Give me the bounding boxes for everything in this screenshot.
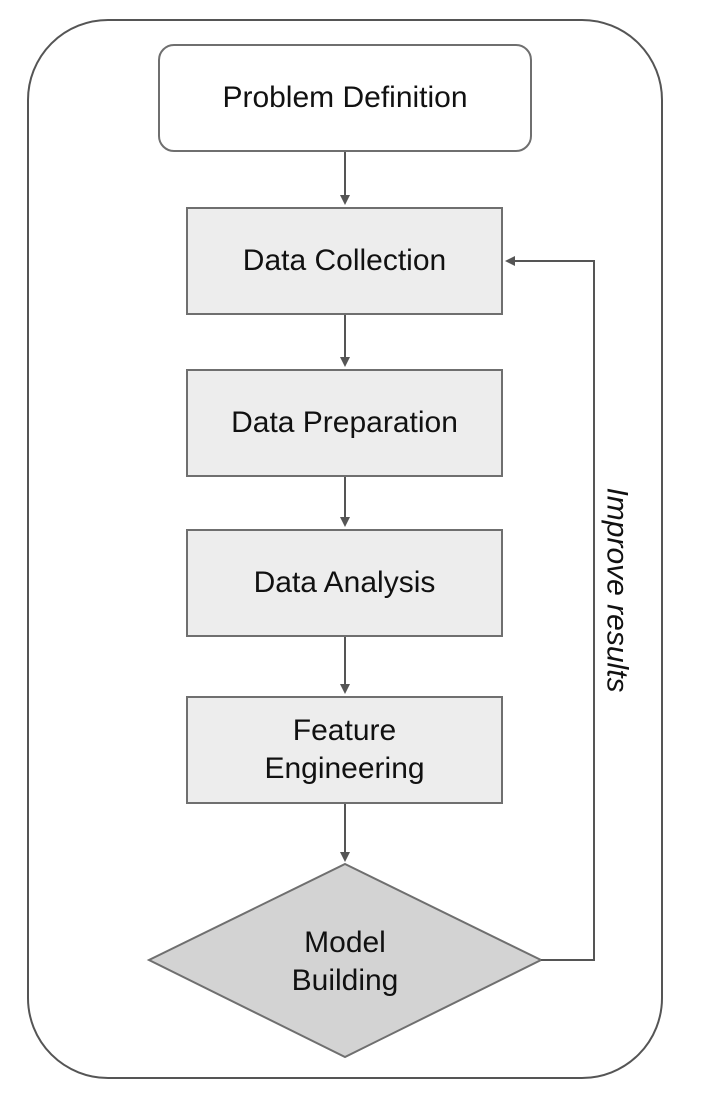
improve-results-loop-arrow xyxy=(505,256,595,961)
node-data-analysis: Data Analysis xyxy=(186,529,503,637)
node-data-analysis-label: Data Analysis xyxy=(253,566,436,599)
node-feature-engineering-label: Feature Engineering xyxy=(264,714,425,785)
improve-results-label-wrapper: Improve results xyxy=(587,460,647,720)
node-problem-definition-label: Problem Definition xyxy=(222,81,468,114)
node-model-building-label: Model Building xyxy=(291,926,399,997)
node-feature-engineering: Feature Engineering xyxy=(186,696,503,804)
improve-results-label: Improve results xyxy=(601,487,635,693)
node-data-collection-label: Data Collection xyxy=(242,244,447,277)
node-data-collection: Data Collection xyxy=(186,207,503,315)
node-data-preparation-label: Data Preparation xyxy=(231,406,458,439)
model-building-diamond xyxy=(146,862,544,1059)
node-model-building: Model Building xyxy=(230,912,460,1012)
outer-frame xyxy=(27,19,663,1079)
node-data-preparation: Data Preparation xyxy=(186,369,503,477)
node-problem-definition: Problem Definition xyxy=(158,44,532,152)
